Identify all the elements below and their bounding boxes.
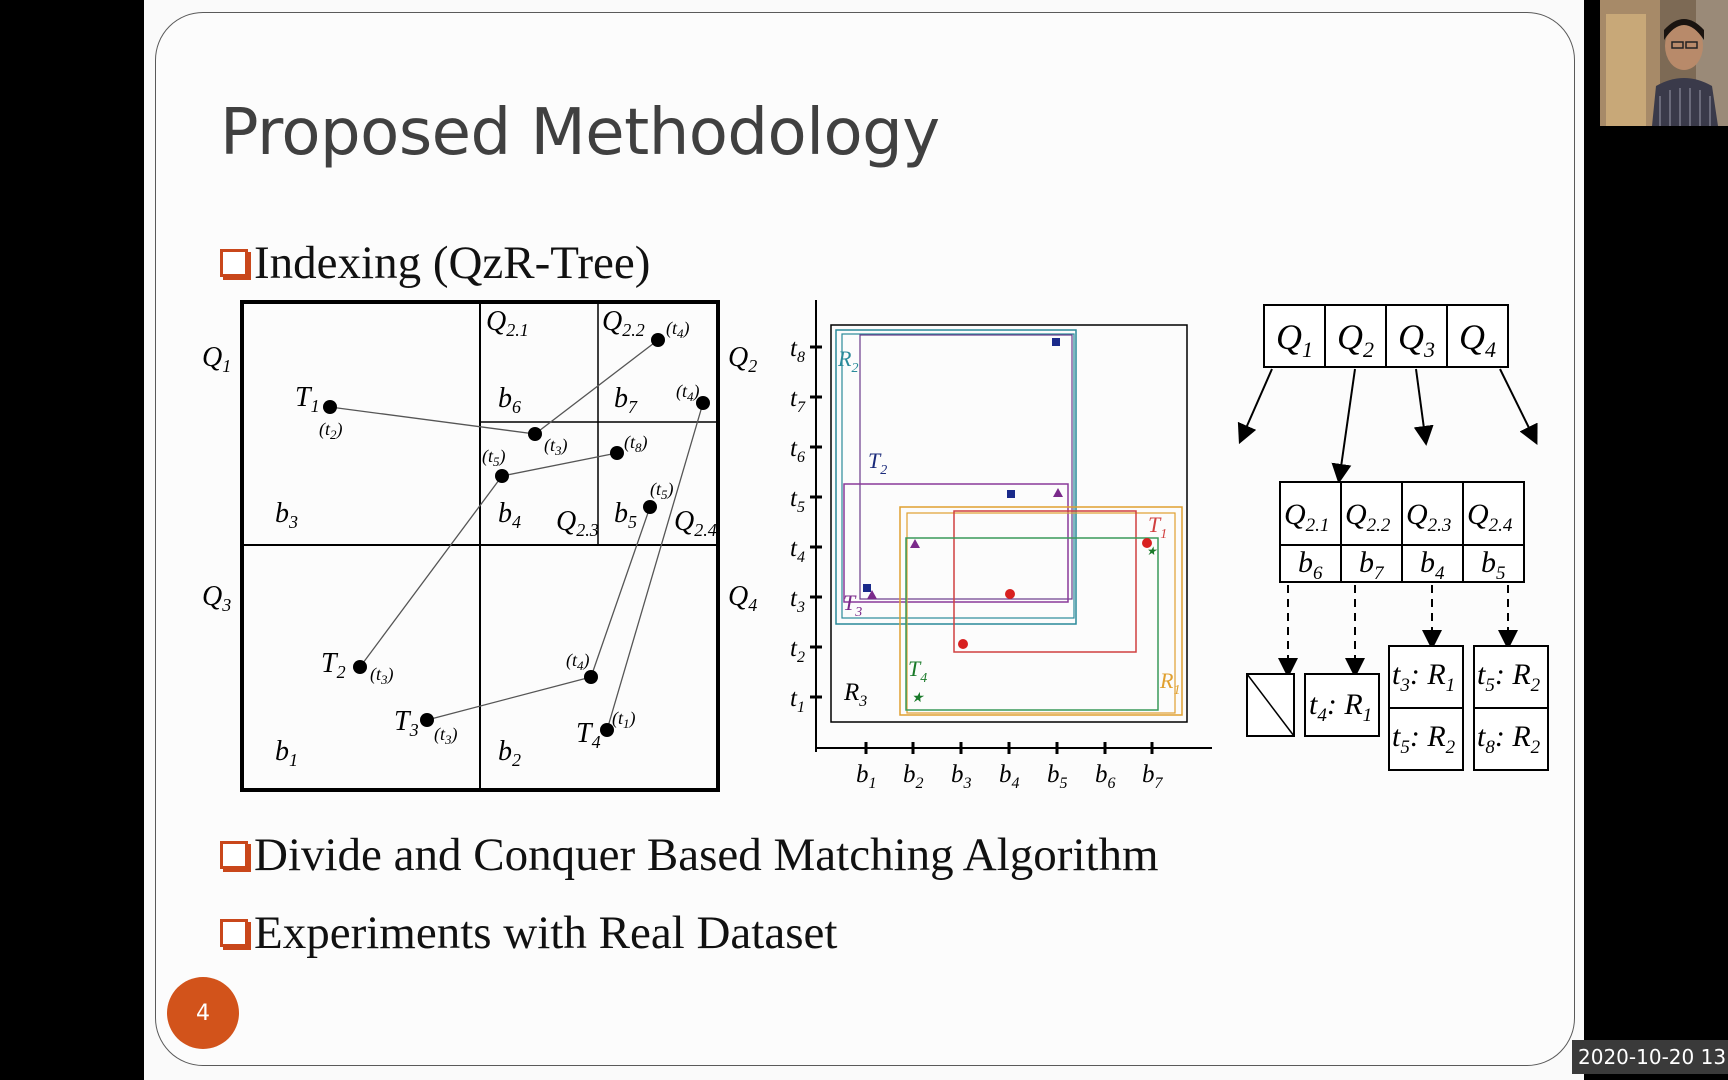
svg-text:(t4): (t4)	[676, 381, 700, 404]
bullet-box-icon	[220, 249, 251, 280]
svg-text:b5: b5	[614, 498, 637, 532]
presenter-video-icon	[1600, 0, 1728, 126]
svg-text:(t2): (t2)	[319, 419, 343, 442]
svg-text:(t3): (t3)	[370, 664, 394, 687]
svg-text:Q2.2: Q2.2	[602, 306, 645, 340]
svg-text:t2: t2	[790, 635, 805, 666]
svg-text:(t4): (t4)	[566, 650, 590, 673]
svg-text:b7: b7	[614, 383, 638, 417]
bullet-text: Divide and Conquer Based Matching Algori…	[254, 829, 1159, 881]
svg-text:★: ★	[911, 691, 925, 706]
svg-text:T1: T1	[295, 382, 320, 416]
svg-text:t8: t8	[790, 335, 805, 366]
svg-text:b4: b4	[999, 761, 1020, 792]
svg-text:★: ★	[1146, 544, 1158, 558]
svg-text:t5: t5	[790, 485, 805, 516]
page-number-badge: 4	[167, 977, 239, 1049]
time-bucket-plot-figure: ★ ★ t8 t7 t6 t5 t4 t3 t2 t1 b1 b2 b3 b4 …	[790, 300, 1212, 792]
svg-text:Q2.3: Q2.3	[556, 506, 599, 540]
svg-text:Q2.1: Q2.1	[486, 306, 529, 340]
svg-text:b1: b1	[856, 761, 877, 792]
slide-title: Proposed Methodology	[220, 96, 940, 170]
svg-text:Q3: Q3	[202, 581, 231, 615]
svg-text:b6: b6	[498, 383, 521, 417]
svg-text:t7: t7	[790, 385, 806, 416]
svg-text:b5: b5	[1047, 761, 1068, 792]
bullet-text: Experiments with Real Dataset	[254, 907, 838, 959]
svg-text:R2: R2	[837, 346, 858, 376]
svg-text:t3: t3	[790, 585, 805, 616]
svg-text:(t3): (t3)	[544, 435, 568, 458]
svg-text:T3: T3	[394, 706, 419, 740]
svg-text:b1: b1	[275, 736, 298, 770]
qzr-tree-structure-figure: Q1 Q2 Q3 Q4 Q2.1 Q2.2 Q2.3 Q2.4 b6 b7 b4…	[1237, 304, 1549, 771]
recording-timestamp: 2020-10-20 13	[1572, 1040, 1728, 1074]
svg-text:Q4: Q4	[728, 581, 757, 615]
bullet-box-icon	[220, 919, 251, 950]
svg-text:Q2: Q2	[728, 342, 757, 376]
svg-text:b6: b6	[1095, 761, 1116, 792]
svg-text:T3: T3	[843, 590, 862, 620]
svg-text:t6: t6	[790, 435, 805, 466]
svg-text:b4: b4	[498, 498, 521, 532]
svg-text:b3: b3	[275, 498, 298, 532]
svg-text:b2: b2	[498, 736, 521, 770]
svg-text:(t8): (t8)	[624, 432, 648, 455]
svg-text:t4: t4	[790, 535, 805, 566]
svg-text:(t4): (t4)	[666, 318, 690, 341]
svg-text:(t1): (t1)	[612, 708, 636, 731]
svg-text:Q2.4: Q2.4	[674, 506, 717, 540]
svg-text:b6: b6	[1298, 546, 1323, 584]
svg-text:T4: T4	[576, 718, 601, 752]
svg-text:(t3): (t3)	[434, 724, 458, 747]
svg-text:b2: b2	[903, 761, 924, 792]
svg-text:R1: R1	[1159, 668, 1180, 698]
svg-text:b7: b7	[1142, 761, 1164, 792]
svg-text:b3: b3	[951, 761, 972, 792]
svg-text:T2: T2	[868, 448, 887, 478]
webcam-thumbnail	[1600, 0, 1728, 126]
svg-text:Q1: Q1	[202, 342, 231, 376]
svg-text:T4: T4	[908, 656, 927, 686]
bullet-text: Indexing (QzR-Tree)	[254, 237, 651, 289]
svg-text:(t5): (t5)	[650, 479, 674, 502]
bullet-divide-conquer: Divide and Conquer Based Matching Algori…	[220, 828, 1159, 882]
svg-text:t4: R1: t4: R1	[1309, 688, 1372, 726]
svg-text:R3: R3	[843, 679, 867, 710]
bullet-indexing: Indexing (QzR-Tree)	[220, 236, 650, 290]
svg-text:(t5): (t5)	[482, 446, 506, 469]
bullet-box-icon	[220, 841, 251, 872]
quadtree-partition-figure: Q1 Q2 Q3 Q4 Q2.1 Q2.2 Q2.3 Q2.4 T1 T2 T3…	[202, 300, 757, 792]
svg-text:T2: T2	[321, 648, 346, 682]
svg-text:t1: t1	[790, 685, 805, 716]
bullet-experiments: Experiments with Real Dataset	[220, 906, 837, 960]
